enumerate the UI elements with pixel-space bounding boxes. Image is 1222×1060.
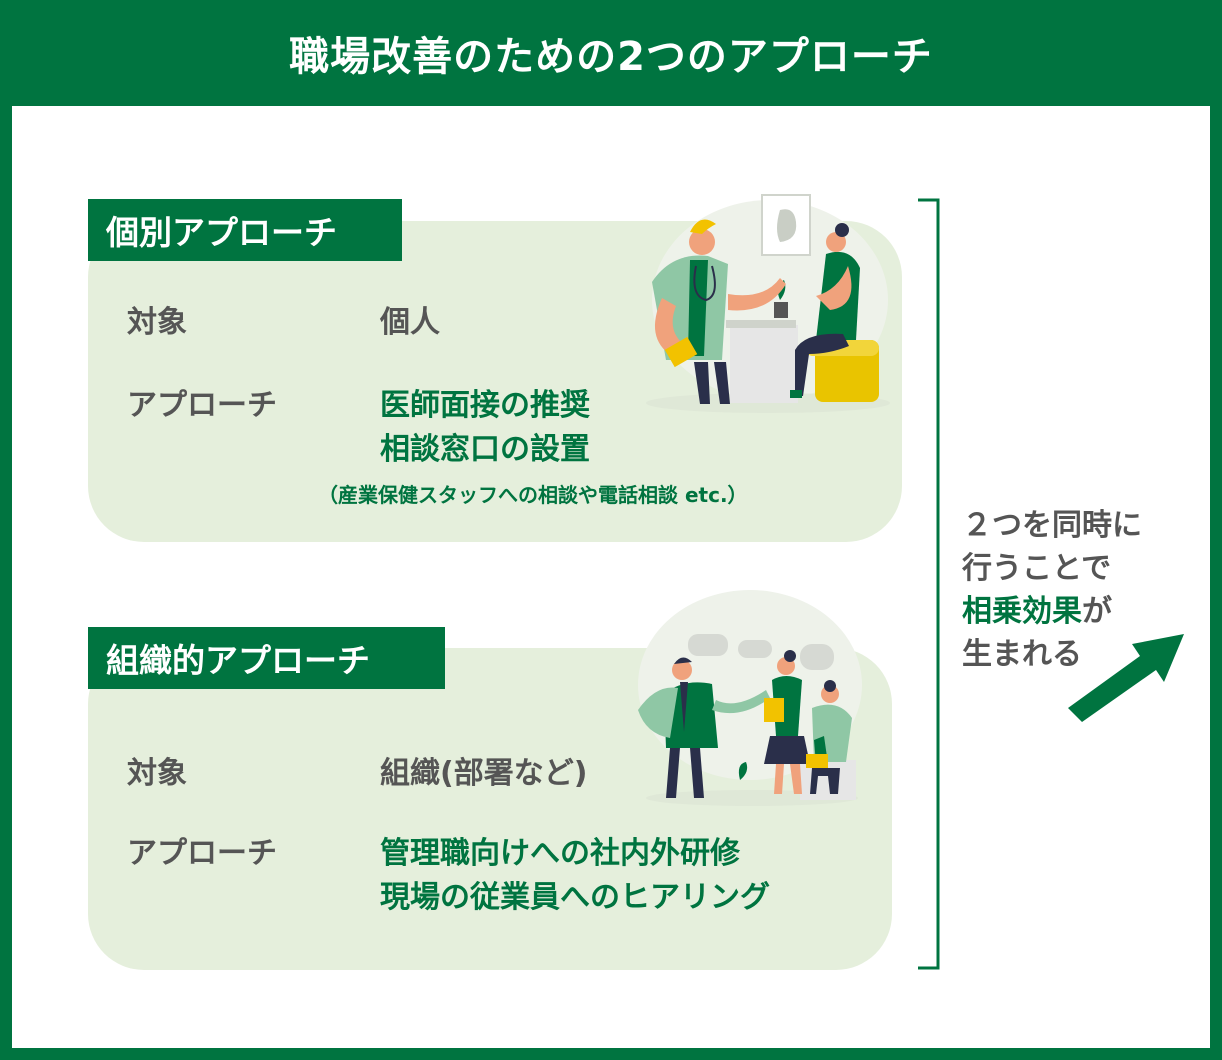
individual-approach-line-1: 医師面接の推奨 [380,388,590,423]
team-meeting-illustration [638,590,862,806]
organizational-target-label: 対象 [127,756,187,791]
individual-approach-label: アプローチ [127,388,277,423]
organizational-approach-label: アプローチ [127,836,277,871]
synergy-line-3: 相乗効果が [962,586,1112,630]
organizational-approach-line-2: 現場の従業員へのヒアリング [380,880,770,915]
up-right-arrow-icon [1068,634,1184,722]
organizational-approach-line-1: 管理職向けへの社内外研修 [380,836,740,871]
synergy-line-4: 生まれる [962,637,1082,672]
individual-target-value: 個人 [380,305,440,340]
individual-target-label: 対象 [127,305,187,340]
synergy-highlight: 相乗効果 [962,594,1082,629]
individual-approach-line-2: 相談窓口の設置 [380,432,590,467]
organizational-approach-tag: 組織的アプローチ [88,627,445,689]
organizational-target-value: 組織(部署など) [380,756,588,791]
synergy-line-2: 行うことで [962,551,1112,586]
doctor-consultation-illustration [646,194,890,413]
synergy-line-1: ２つを同時に [962,508,1142,543]
grouping-bracket [918,198,940,970]
individual-approach-tag: 個別アプローチ [88,199,402,261]
individual-approach-note: （産業保健スタッフへの相談や電話相談 etc.） [318,483,748,507]
synergy-line-3-suffix: が [1082,594,1112,629]
page-title: 職場改善のための2つのアプローチ [0,0,1222,106]
